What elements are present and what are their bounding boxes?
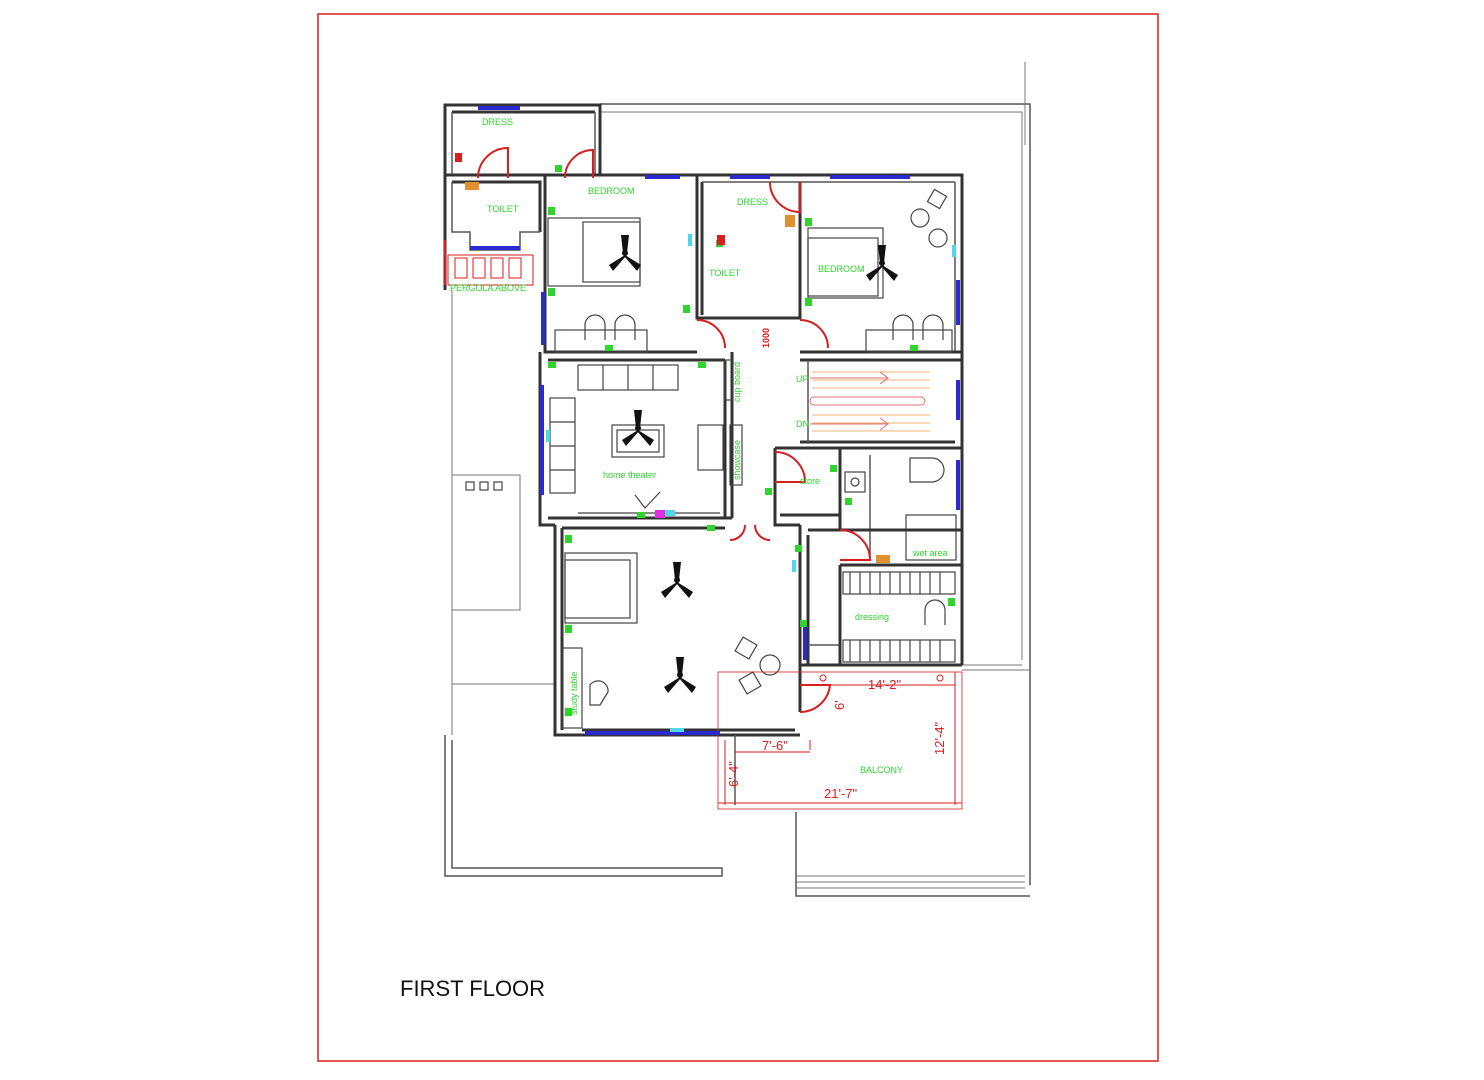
label-cupboard: cup board xyxy=(732,362,742,402)
pergola xyxy=(447,254,534,286)
dressing-closet xyxy=(842,571,956,663)
electrical-points xyxy=(455,153,956,732)
fan-icon xyxy=(661,562,693,598)
furniture xyxy=(547,188,956,729)
label-wet-area: wet area xyxy=(912,548,948,558)
dim-6-4: 6'-4" xyxy=(726,761,741,787)
ceiling-fans xyxy=(609,235,898,693)
label-stair-up: UP xyxy=(796,374,809,384)
plot-boundary xyxy=(444,62,1031,897)
label-toilet-2: TOILET xyxy=(709,268,741,278)
fan-icon xyxy=(866,245,898,281)
room-labels: DRESS TOILET BEDROOM PERGOLA ABOVE DRESS… xyxy=(450,117,948,775)
label-door-width: 1000 xyxy=(761,328,771,348)
fan-icon xyxy=(609,235,641,271)
label-dressing: dressing xyxy=(855,612,889,622)
dimensions: 14'-2" 6' 12'-4" 7'-6" 6'-4" 21'-7" xyxy=(718,672,962,805)
dim-21-7: 21'-7" xyxy=(824,786,858,801)
staircase xyxy=(809,371,930,432)
fan-icon xyxy=(622,410,654,446)
label-study-table: study table xyxy=(569,671,579,715)
label-bedroom-2: BEDROOM xyxy=(818,264,865,274)
walls xyxy=(443,103,964,810)
label-home-theater: home theater xyxy=(603,470,656,480)
dim-7-6: 7'-6" xyxy=(762,738,788,753)
label-balcony: BALCONY xyxy=(860,765,903,775)
drawing-title: FIRST FLOOR xyxy=(400,976,546,1001)
label-store: store xyxy=(800,476,820,486)
label-showcase: showcase xyxy=(732,440,742,480)
windows xyxy=(470,106,960,735)
label-dress-2: DRESS xyxy=(737,197,768,207)
dim-6: 6' xyxy=(832,700,847,710)
doors xyxy=(444,146,872,714)
sheet-border xyxy=(317,13,1159,1062)
fan-icon xyxy=(664,657,696,693)
dim-14-2: 14'-2" xyxy=(868,677,902,692)
dim-12-4: 12'-4" xyxy=(932,721,947,755)
label-pergola: PERGOLA ABOVE xyxy=(450,283,526,293)
label-bedroom-1: BEDROOM xyxy=(588,186,635,196)
label-toilet-1: TOILET xyxy=(487,204,519,214)
label-stair-down: DN xyxy=(796,419,809,429)
label-dress-1: DRESS xyxy=(482,117,513,127)
